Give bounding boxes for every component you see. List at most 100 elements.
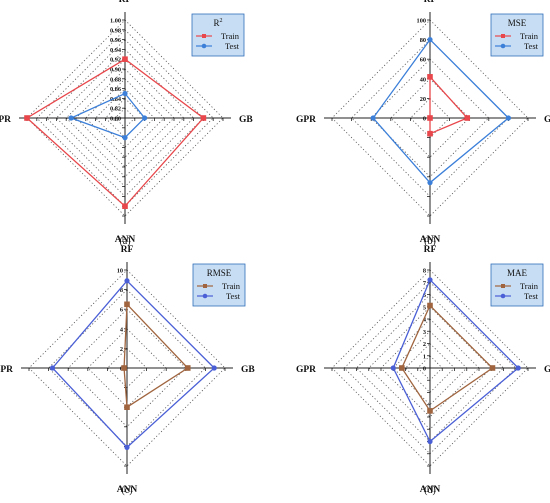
tick-label: 0.88: [110, 76, 121, 83]
marker-test-rf: [124, 278, 130, 284]
tick-label: 1: [423, 353, 426, 360]
marker-train-gpr: [24, 115, 30, 121]
marker-test-ann: [124, 444, 130, 450]
marker-test-gpr: [370, 115, 376, 121]
tick-label: 7: [423, 280, 426, 287]
series-train: [427, 74, 471, 137]
legend-label-train: Train: [520, 281, 539, 291]
marker-test-gb: [211, 365, 217, 371]
series-line-test: [372, 38, 510, 184]
legend-title: MSE: [508, 18, 527, 28]
axis-name-gb: GB: [239, 115, 253, 125]
tick-label: 2: [423, 341, 426, 348]
tick-label: 20: [420, 96, 426, 103]
tick-label: 5: [423, 304, 426, 311]
tick-label: 60: [420, 57, 426, 64]
axis-name-gpr: GPR: [0, 115, 11, 125]
series-train: [399, 302, 496, 414]
marker-test-gpr: [68, 115, 74, 121]
panel-label: (c): [121, 485, 132, 496]
marker-train-gb: [489, 365, 496, 371]
axis-name-rf: RF: [424, 245, 437, 255]
axis-name-gb: GB: [544, 115, 550, 125]
tick-label: 0.82: [110, 106, 121, 113]
legend-title-superscript: 2: [220, 18, 223, 24]
grid-ring: [370, 58, 490, 178]
tick-label: 80: [420, 37, 426, 44]
tick-label: 2: [120, 346, 123, 353]
legend-label-train: Train: [222, 281, 241, 291]
radar-panel-4: 012345678RFGBANNGPRMAETrainTest(d): [296, 245, 550, 496]
axis-name-ann: ANN: [420, 235, 441, 245]
radar-panel-2: 020406080100RFGBANNGPRMSETrainTest(b): [296, 0, 550, 247]
tick-label: 4: [423, 317, 427, 324]
axis-name-gpr: GPR: [296, 365, 316, 375]
legend-label-train: Train: [520, 31, 539, 41]
marker-test-gpr: [49, 365, 56, 371]
tick-label: 8: [120, 287, 123, 294]
radar-panel-3: 0246810RFGBANNGPRRMSETrainTest(c): [0, 245, 255, 496]
marker-train-rf: [124, 301, 130, 308]
legend-box: [191, 13, 245, 57]
legend-title: MAE: [507, 268, 528, 278]
series-line-train: [123, 302, 189, 409]
legend-label-test: Test: [225, 41, 240, 51]
series-train: [121, 301, 191, 410]
tick-label: 6: [423, 292, 426, 299]
tick-label: 0.90: [110, 67, 121, 74]
legend-marker: [501, 284, 505, 288]
marker-test-rf: [427, 277, 433, 283]
grid-ring: [28, 269, 226, 467]
grid-ring: [390, 78, 470, 158]
marker-train-gb: [200, 115, 207, 121]
tick-label: 40: [420, 76, 426, 83]
legend-label-test: Test: [524, 291, 539, 301]
axis-name-rf: RF: [121, 245, 134, 255]
tick-label: 0: [423, 116, 426, 123]
legend-marker: [202, 293, 208, 299]
marker-train-ann: [124, 404, 130, 410]
grid-ring: [36, 29, 214, 207]
marker-train-gpr: [121, 365, 127, 371]
tick-label: 3: [423, 329, 426, 336]
marker-test-ann: [427, 180, 433, 186]
marker-train-rf: [427, 302, 433, 309]
marker-train-rf: [122, 56, 128, 63]
legend-marker: [500, 43, 506, 49]
grid-ring: [392, 330, 468, 406]
marker-train-ann: [427, 408, 433, 414]
axis-name-ann: ANN: [420, 485, 441, 495]
marker-train-gpr: [399, 365, 405, 371]
grid-ring: [67, 308, 187, 428]
tick-label: 4: [120, 326, 124, 333]
series-line-test: [51, 279, 216, 449]
legend-marker: [201, 43, 207, 49]
axis-name-rf: RF: [119, 0, 132, 5]
grid-ring: [95, 88, 155, 148]
tick-label: 0.94: [110, 47, 122, 54]
tick-label: 10: [117, 268, 123, 275]
legend-marker: [203, 284, 207, 288]
legend-label-train: Train: [221, 31, 240, 41]
axis-name-gpr: GPR: [0, 365, 13, 375]
axis-name-rf: RF: [424, 0, 437, 5]
axis-name-gb: GB: [544, 365, 550, 375]
marker-test-gb: [142, 115, 148, 121]
legend-title: RMSE: [207, 268, 232, 278]
legend-marker: [501, 34, 505, 38]
tick-label: 0.86: [110, 86, 121, 93]
series-line-train: [429, 75, 469, 135]
series-line-train: [401, 304, 494, 412]
series-line-test: [69, 92, 146, 139]
series-test: [49, 278, 217, 450]
tick-label: 8: [423, 268, 426, 275]
marker-train-gpr: [427, 115, 433, 121]
grid-ring: [331, 269, 529, 467]
axis-name-gpr: GPR: [296, 115, 316, 125]
marker-test-rf: [427, 37, 433, 43]
series-test: [370, 37, 511, 186]
legend-marker: [202, 34, 206, 38]
